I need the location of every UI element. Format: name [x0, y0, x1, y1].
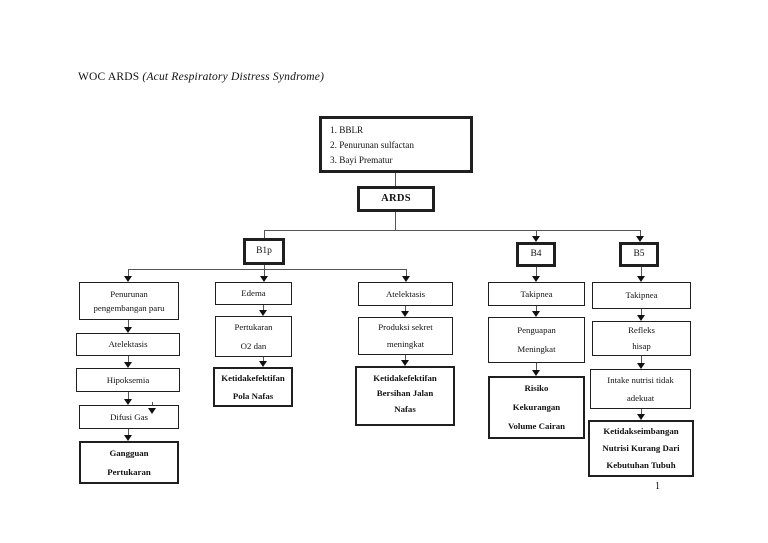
connector-line — [394, 212, 396, 230]
arrow-down-icon — [124, 435, 132, 441]
node-takipnea-b5: Takipnea — [592, 282, 691, 309]
arrow-down-icon — [532, 236, 540, 242]
arrow-down-icon — [259, 310, 267, 316]
page-title-main: WOC ARDS — [78, 71, 143, 83]
node-refleks-hisap: Refleks hisap — [592, 321, 691, 356]
connector-line — [394, 172, 396, 186]
connector-line — [264, 230, 641, 231]
connector-line — [640, 356, 642, 364]
arrow-down-icon — [260, 276, 268, 282]
node-ketidakseimbangan-nutrisi: Ketidakseimbangan Nutrisi Kurang Dari Ke… — [588, 420, 694, 477]
node-branch-b1p: B1p — [243, 238, 285, 265]
page-title: WOC ARDS (Acut Respiratory Distress Synd… — [78, 71, 324, 83]
node-atelektasis-2: Atelektasis — [358, 282, 453, 306]
arrow-down-icon — [124, 362, 132, 368]
node-branch-b4: B4 — [516, 242, 556, 267]
connector-line — [535, 363, 537, 371]
node-ketidakefektifan-pola-nafas: Ketidakefektifan Pola Nafas — [213, 367, 293, 407]
connector-line — [639, 231, 641, 237]
arrow-down-icon — [532, 311, 540, 317]
connector-line — [640, 409, 642, 415]
connector-line — [262, 305, 264, 311]
node-intake-nutrisi: Intake nutrisi tidak adekuat — [590, 369, 691, 409]
arrow-down-icon — [124, 276, 132, 282]
connector-line — [262, 357, 264, 362]
page-title-detail: (Acut Respiratory Distress Syndrome) — [142, 71, 325, 83]
connector-line — [640, 267, 642, 277]
connector-line — [127, 392, 129, 400]
connector-line — [404, 306, 406, 312]
node-pertukaran-o2: Pertukaran O2 dan — [215, 316, 292, 357]
node-causes: 1. BBLR 2. Penurunan sulfactan 3. Bayi P… — [319, 116, 473, 173]
arrow-down-icon — [402, 276, 410, 282]
node-difusi-gas: Difusi Gas — [79, 405, 179, 429]
connector-line — [263, 265, 265, 269]
node-penguapan-meningkat: Penguapan Meningkat — [488, 317, 585, 363]
connector-line — [405, 270, 407, 277]
arrow-down-icon — [532, 276, 540, 282]
cause-item: 1. BBLR — [330, 125, 364, 135]
node-risiko-kekurangan-volume-cairan: Risiko Kekurangan Volume Cairan — [488, 376, 585, 439]
connector-line — [535, 231, 537, 237]
arrow-down-icon — [637, 363, 645, 369]
connector-line — [404, 355, 406, 361]
connector-line — [127, 429, 129, 436]
node-atelektasis-1: Atelektasis — [76, 333, 180, 356]
connector-line — [127, 270, 129, 277]
node-edema: Edema — [215, 282, 292, 305]
page-number: 1 — [655, 481, 660, 492]
arrow-down-icon — [532, 370, 540, 376]
connector-line — [128, 269, 407, 270]
cause-item: 2. Penurunan sulfactan — [330, 139, 414, 150]
connector-line — [263, 270, 265, 277]
connector-line — [535, 267, 537, 277]
node-takipnea-b4: Takipnea — [488, 282, 585, 306]
arrow-down-icon — [148, 408, 156, 414]
node-gangguan-pertukaran: Gangguan Pertukaran — [79, 441, 179, 484]
arrow-down-icon — [637, 414, 645, 420]
node-produksi-sekret: Produksi sekret meningkat — [358, 317, 453, 355]
connector-line — [535, 306, 537, 312]
cause-item: 3. Bayi Prematur — [330, 154, 393, 165]
node-ards-root: ARDS — [357, 186, 435, 212]
arrow-down-icon — [124, 327, 132, 333]
arrow-down-icon — [259, 361, 267, 367]
node-hipoksemia: Hipoksemia — [76, 368, 180, 392]
node-branch-b5: B5 — [619, 242, 659, 267]
arrow-down-icon — [637, 276, 645, 282]
arrow-down-icon — [636, 236, 644, 242]
connector-line — [127, 356, 129, 363]
arrow-down-icon — [401, 311, 409, 317]
node-ketidakefektifan-bersihan-jalan-nafas: Ketidakefektifan Bersihan Jalan Nafas — [355, 366, 455, 426]
arrow-down-icon — [124, 399, 132, 405]
node-penurunan-pengembangan-paru: Penurunan pengembangan paru — [79, 282, 179, 320]
arrow-down-icon — [637, 315, 645, 321]
connector-line — [127, 320, 129, 328]
arrow-down-icon — [401, 360, 409, 366]
connector-line — [640, 309, 642, 316]
connector-line — [263, 231, 265, 239]
